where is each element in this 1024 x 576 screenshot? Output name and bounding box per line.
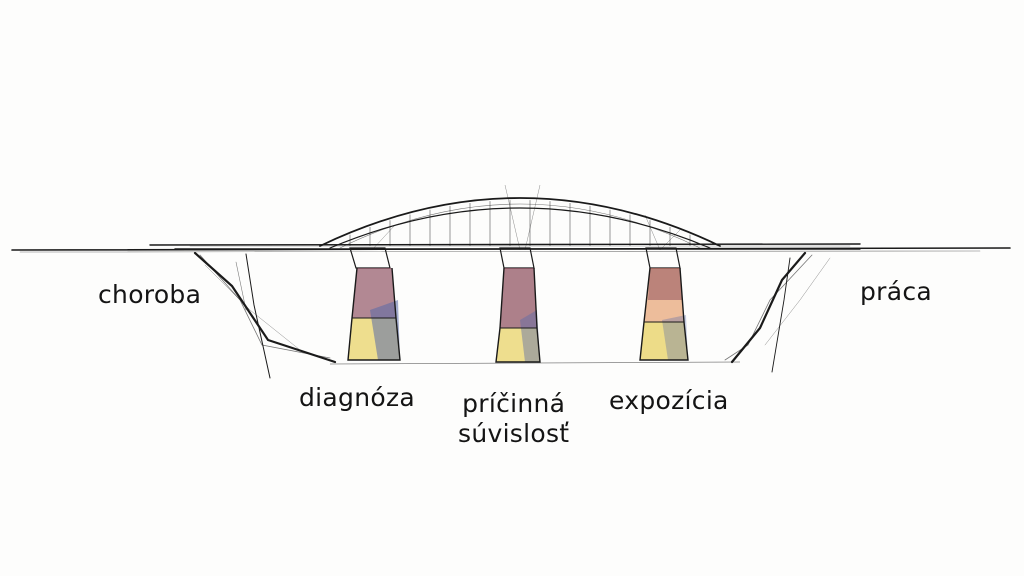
pillar-label-pricinna-suvislost: príčinná súvislosť bbox=[458, 389, 569, 449]
bridge-arch bbox=[319, 197, 721, 249]
right-bank bbox=[724, 251, 831, 373]
sketch-construction-lines bbox=[371, 184, 681, 251]
pillar-label-expozicia: expozícia bbox=[609, 386, 729, 415]
bank-left-label: choroba bbox=[98, 280, 202, 309]
left-bank bbox=[193, 251, 337, 379]
pillar-pricinna-suvislost bbox=[495, 247, 541, 363]
bank-right-label: práca bbox=[860, 277, 933, 306]
pillar-expozicia bbox=[639, 247, 689, 361]
pillar-label-diagnoza: diagnóza bbox=[299, 383, 415, 412]
pillar-label-line-2: súvislosť bbox=[458, 419, 570, 448]
pillar-label-line-1: príčinná bbox=[462, 389, 566, 418]
bridge-deck bbox=[149, 243, 861, 250]
valley-floor bbox=[329, 361, 741, 365]
pillar-diagnoza bbox=[347, 247, 401, 361]
